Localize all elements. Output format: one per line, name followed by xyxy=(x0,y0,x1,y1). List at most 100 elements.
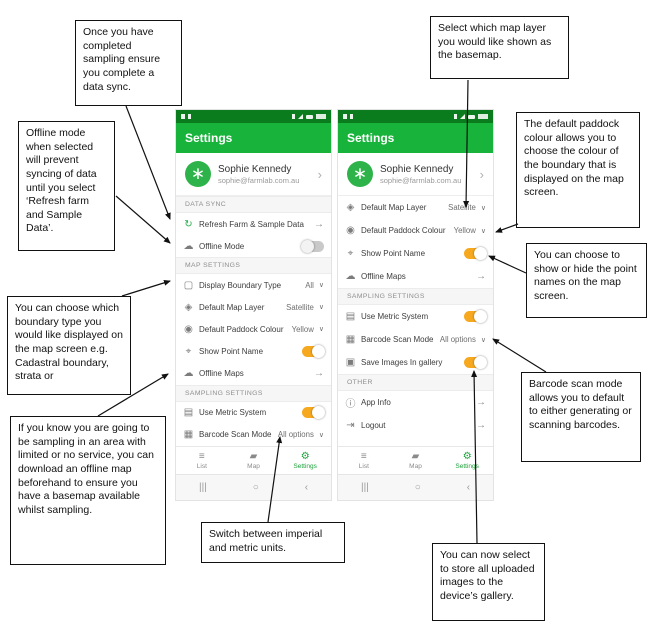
callout-point-name: You can choose to show or hide the point… xyxy=(526,243,647,318)
row-label: Default Map Layer xyxy=(361,203,427,212)
arrow-right-icon: → xyxy=(476,397,486,408)
profile-name: Sophie Kennedy xyxy=(218,163,292,175)
recents-button[interactable]: ||| xyxy=(360,482,369,493)
row-use-metric-system[interactable]: ▤ Use Metric System xyxy=(338,305,493,328)
nav-label: Settings xyxy=(455,462,479,470)
layers-icon: ◈ xyxy=(184,301,193,313)
nav-tab-map[interactable]: ▰ Map xyxy=(390,447,442,474)
boundary-type-value[interactable]: All xyxy=(305,280,314,290)
use-metric-system-toggle[interactable] xyxy=(464,310,487,323)
bottom-nav: ≡ List ▰ Map ⚙ Settings xyxy=(338,446,493,474)
row-default-map-layer[interactable]: ◈ Default Map Layer Satellite ∨ xyxy=(176,296,331,318)
section-header-sampling-settings: SAMPLING SETTINGS xyxy=(176,384,331,402)
row-logout[interactable]: ⇥ Logout → xyxy=(338,414,493,437)
offline-mode-toggle[interactable] xyxy=(301,239,324,253)
chevron-down-icon: ∨ xyxy=(480,336,486,344)
callout-offline-mode: Offline mode when selected will prevent … xyxy=(18,121,115,251)
use-metric-system-toggle[interactable] xyxy=(302,406,325,420)
section-header-sampling-settings: SAMPLING SETTINGS xyxy=(338,288,493,305)
show-point-name-toggle[interactable] xyxy=(464,247,487,260)
row-default-paddock-colour[interactable]: ◉ Default Paddock Colour Yellow ∨ xyxy=(338,219,493,242)
nav-label: Map xyxy=(247,462,260,470)
row-use-metric-system[interactable]: ▤ Use Metric System xyxy=(176,402,331,424)
nav-tab-settings[interactable]: ⚙ Settings xyxy=(279,447,331,474)
map-icon: ▰ xyxy=(249,450,258,462)
map-icon: ▰ xyxy=(411,450,420,462)
row-barcode-scan-mode[interactable]: ▦ Barcode Scan Mode All options ∨ xyxy=(176,424,331,446)
boundary-icon: ▢ xyxy=(183,279,194,291)
cloud-icon: ☁ xyxy=(183,368,194,380)
row-barcode-scan-mode[interactable]: ▦ Barcode Scan Mode All options ∨ xyxy=(338,328,493,351)
chevron-down-icon: ∨ xyxy=(318,282,324,290)
back-button[interactable]: ‹ xyxy=(304,482,309,493)
row-label: Barcode Scan Mode xyxy=(199,430,272,440)
barcode-mode-value[interactable]: All options xyxy=(439,335,476,344)
status-system-icons xyxy=(454,114,488,119)
recents-button[interactable]: ||| xyxy=(198,482,207,493)
row-label: Offline Maps xyxy=(361,272,406,281)
show-point-name-toggle[interactable] xyxy=(302,345,325,359)
cloud-icon: ☁ xyxy=(345,271,356,282)
back-button[interactable]: ‹ xyxy=(466,482,471,493)
barcode-icon: ▦ xyxy=(345,334,356,345)
profile-email: sophie@farmlab.com.au xyxy=(218,175,300,185)
row-label: Display Boundary Type xyxy=(199,280,282,290)
nav-label: Settings xyxy=(293,462,317,470)
status-bar xyxy=(338,110,493,123)
callout-text: Once you have completed sampling ensure … xyxy=(83,26,161,93)
callout-boundary-type: You can choose which boundary type you w… xyxy=(7,296,131,395)
arrow-offline-mode xyxy=(115,195,171,244)
arrow-right-icon: → xyxy=(314,218,324,230)
callout-text: Select which map layer you would like sh… xyxy=(438,22,552,62)
chevron-right-icon: › xyxy=(479,166,484,182)
row-default-map-layer[interactable]: ◈ Default Map Layer Satellite ∨ xyxy=(338,196,493,219)
row-offline-maps[interactable]: ☁ Offline Maps → xyxy=(338,265,493,288)
avatar: ∗ xyxy=(347,161,373,187)
nav-tab-map[interactable]: ▰ Map xyxy=(228,447,280,474)
profile-row[interactable]: ∗ Sophie Kennedy sophie@farmlab.com.au › xyxy=(338,153,493,196)
map-layer-value[interactable]: Satellite xyxy=(448,203,476,212)
barcode-mode-value[interactable]: All options xyxy=(277,430,314,440)
chevron-down-icon: ∨ xyxy=(318,326,324,334)
row-offline-maps[interactable]: ☁ Offline Maps → xyxy=(176,363,331,385)
row-offline-mode[interactable]: ☁ Offline Mode xyxy=(176,235,331,257)
nav-label: Map xyxy=(409,462,422,470)
callout-barcode-mode: Barcode scan mode allows you to default … xyxy=(521,372,641,462)
row-show-point-name[interactable]: ⌖ Show Point Name xyxy=(176,341,331,363)
cloud-icon: ☁ xyxy=(183,240,194,252)
logout-icon: ⇥ xyxy=(346,420,355,431)
map-layer-value[interactable]: Satellite xyxy=(286,302,314,312)
row-label: Show Point Name xyxy=(361,249,426,258)
paddock-colour-value[interactable]: Yellow xyxy=(453,226,476,235)
home-button[interactable]: ○ xyxy=(414,482,421,493)
section-header-data-sync: DATA SYNC xyxy=(176,196,331,213)
callout-text: The default paddock colour allows you to… xyxy=(524,118,624,199)
arrow-right-icon: → xyxy=(476,420,486,431)
row-show-point-name[interactable]: ⌖ Show Point Name xyxy=(338,242,493,265)
layers-icon: ◈ xyxy=(346,202,355,213)
callout-metric-units: Switch between imperial and metric units… xyxy=(201,522,345,563)
callout-text: You can now select to store all uploaded… xyxy=(440,549,535,602)
save-images-toggle[interactable] xyxy=(464,356,487,369)
android-nav-bar: ||| ○ ‹ xyxy=(176,474,331,500)
nav-tab-settings[interactable]: ⚙ Settings xyxy=(441,447,493,474)
row-refresh-farm-sample-data[interactable]: ↻ Refresh Farm & Sample Data → xyxy=(176,213,331,235)
nav-tab-list[interactable]: ≡ List xyxy=(338,447,390,474)
row-save-images-in-gallery[interactable]: ▣ Save Images In gallery xyxy=(338,351,493,374)
row-label: Use Metric System xyxy=(199,408,267,418)
app-header: Settings xyxy=(338,123,493,153)
status-notification-icons xyxy=(343,114,353,119)
row-default-paddock-colour[interactable]: ◉ Default Paddock Colour Yellow ∨ xyxy=(176,318,331,340)
app-header: Settings xyxy=(176,123,331,153)
row-app-info[interactable]: ⓘ App Info → xyxy=(338,391,493,414)
section-header-other: OTHER xyxy=(338,374,493,391)
callout-offline-maps: If you know you are going to be sampling… xyxy=(10,416,166,565)
row-label: Offline Mode xyxy=(199,241,245,251)
home-button[interactable]: ○ xyxy=(252,482,259,493)
profile-row[interactable]: ∗ Sophie Kennedy sophie@farmlab.com.au › xyxy=(176,153,331,196)
row-display-boundary-type[interactable]: ▢ Display Boundary Type All ∨ xyxy=(176,274,331,296)
ruler-icon: ▤ xyxy=(183,407,194,419)
paddock-colour-value[interactable]: Yellow xyxy=(291,324,314,334)
nav-tab-list[interactable]: ≡ List xyxy=(176,447,228,474)
